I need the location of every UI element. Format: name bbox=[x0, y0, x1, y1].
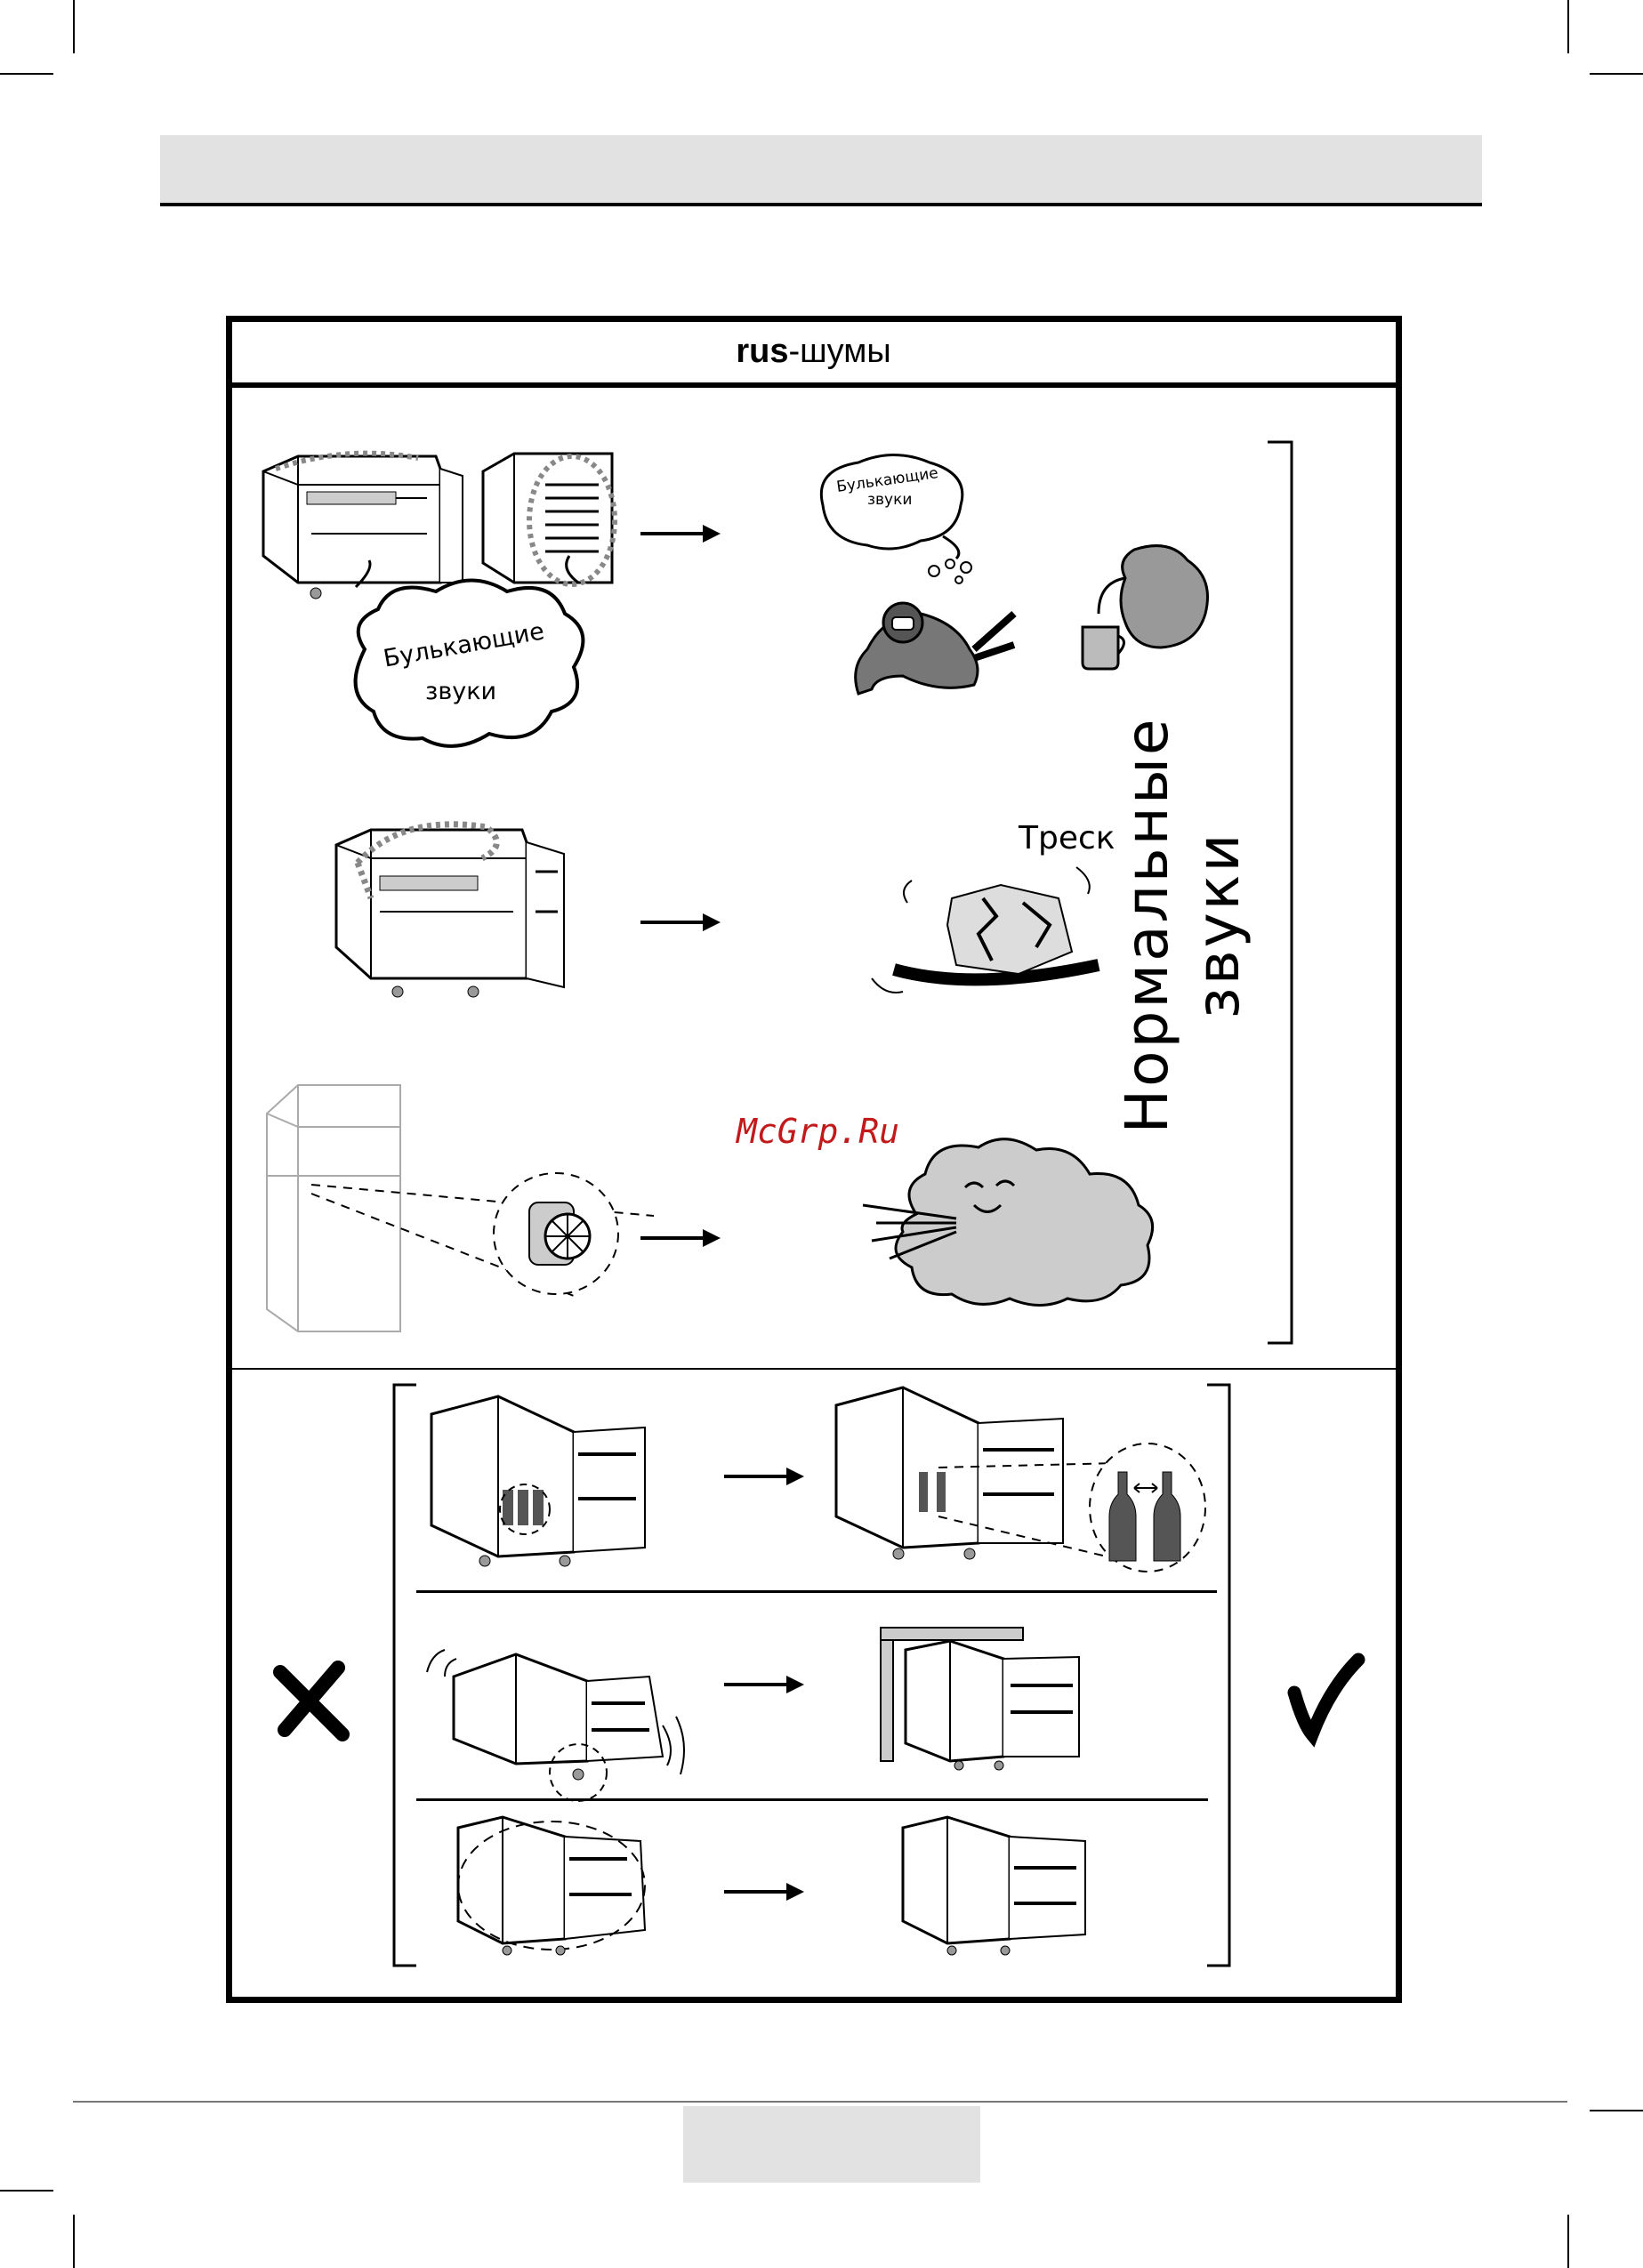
crop-mark bbox=[1567, 0, 1569, 53]
fridge-level-illustration bbox=[879, 1623, 1097, 1770]
row-divider bbox=[416, 1590, 1217, 1593]
header-bar bbox=[160, 135, 1482, 203]
diver-illustration bbox=[841, 578, 1019, 712]
crop-mark bbox=[0, 73, 53, 75]
title-divider bbox=[230, 382, 1397, 388]
right-arrow-icon bbox=[639, 912, 723, 933]
bubble-left-text-2: звуки bbox=[425, 678, 496, 705]
thought-cloud-left bbox=[338, 569, 596, 756]
right-arrow-icon bbox=[722, 1466, 807, 1487]
crop-mark bbox=[1590, 2110, 1643, 2111]
bubble-right-text-2: звуки bbox=[867, 491, 912, 509]
page-title: rus-шумы bbox=[230, 329, 1397, 374]
fridge-door-correct-illustration bbox=[898, 1810, 1094, 1952]
normal-sounds-label: Нормальные звуки bbox=[1112, 631, 1183, 1218]
right-arrow-icon bbox=[639, 523, 723, 544]
blowing-cloud-illustration bbox=[863, 1134, 1165, 1312]
footer-rule bbox=[73, 2101, 1567, 2103]
check-mark-icon bbox=[1285, 1653, 1365, 1741]
cross-mark-icon bbox=[271, 1659, 351, 1739]
bottom-left-bracket bbox=[391, 1383, 418, 1970]
fridge-crowded-bottles-illustration bbox=[427, 1392, 667, 1570]
fridge-fan-illustration bbox=[262, 1078, 636, 1340]
section-divider bbox=[230, 1368, 1397, 1370]
row-divider bbox=[416, 1798, 1208, 1801]
fridge-wobbling-illustration bbox=[423, 1632, 689, 1783]
section-bracket bbox=[1263, 440, 1299, 1347]
right-arrow-icon bbox=[722, 1674, 807, 1695]
cracking-ice-illustration bbox=[867, 863, 1107, 1009]
right-arrow-icon bbox=[639, 1227, 723, 1249]
right-arrow-icon bbox=[722, 1881, 807, 1902]
fridge-door-open-wide-illustration bbox=[454, 1810, 667, 1952]
title-rest: -шумы bbox=[788, 333, 890, 370]
crop-mark bbox=[0, 2190, 53, 2192]
fridge-spaced-bottles-illustration bbox=[832, 1383, 1214, 1583]
crop-mark bbox=[1590, 73, 1643, 75]
crack-label: Треск bbox=[1019, 820, 1115, 857]
jug-illustration bbox=[1072, 543, 1214, 672]
crop-mark bbox=[1567, 2215, 1569, 2268]
crop-mark bbox=[73, 2215, 75, 2268]
title-bold: rus bbox=[736, 333, 788, 370]
crop-mark bbox=[73, 0, 75, 53]
fridge-freezer-illustration bbox=[331, 823, 571, 996]
header-rule bbox=[160, 203, 1482, 206]
page-number-box bbox=[683, 2106, 980, 2183]
